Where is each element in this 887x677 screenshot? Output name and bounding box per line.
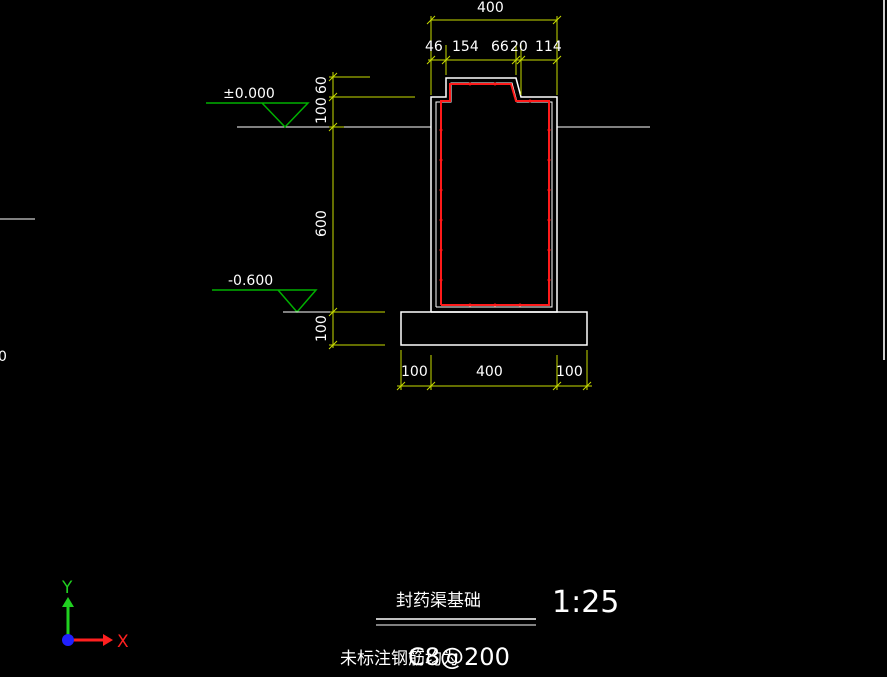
dim-bottom-left: 100 <box>401 364 428 380</box>
dim-left-middle: 600 <box>314 210 330 237</box>
ucs-icon: Y X <box>61 578 129 652</box>
left-dimensions <box>328 72 415 350</box>
ucs-x-label: X <box>117 632 129 652</box>
level-marker-top: ±0.000 <box>206 86 310 129</box>
rebar-cage <box>439 82 551 307</box>
dim-left-bottom: 100 <box>314 315 330 342</box>
dim-top-seg-5: 114 <box>535 39 562 55</box>
dim-left-upper: 100 <box>314 97 330 124</box>
level-bottom-label: -0.600 <box>228 273 273 289</box>
ucs-y-label: Y <box>61 578 73 598</box>
rebar-note-prefix: 未标注钢筋均为 <box>340 649 459 669</box>
left-edge-text: 0 <box>0 349 7 365</box>
ucs-origin-icon <box>62 634 74 646</box>
drawing-scale: 1:25 <box>552 585 619 620</box>
dim-top-seg-2: 154 <box>452 39 479 55</box>
dim-left-top: 60 <box>314 76 330 94</box>
dim-top-seg-4: 20 <box>510 39 528 55</box>
channel-section <box>430 77 558 313</box>
dim-bottom-middle: 400 <box>476 364 503 380</box>
dim-bottom-right: 100 <box>556 364 583 380</box>
drawing-title: 封药渠基础 <box>396 591 481 611</box>
bottom-dimensions <box>396 350 592 391</box>
title-block: 封药渠基础 1:25 未标注钢筋均为 C8@200 <box>340 585 619 671</box>
level-marker-bottom: -0.600 <box>212 273 330 314</box>
rebar-note-spec: C8@200 <box>408 643 510 671</box>
foundation-cushion <box>400 311 588 346</box>
top-dimensions <box>426 15 562 95</box>
dim-top-seg-3: 66 <box>491 39 509 55</box>
dim-top-overall: 400 <box>477 0 504 16</box>
dim-top-seg-1: 46 <box>425 39 443 55</box>
level-top-label: ±0.000 <box>223 86 275 102</box>
